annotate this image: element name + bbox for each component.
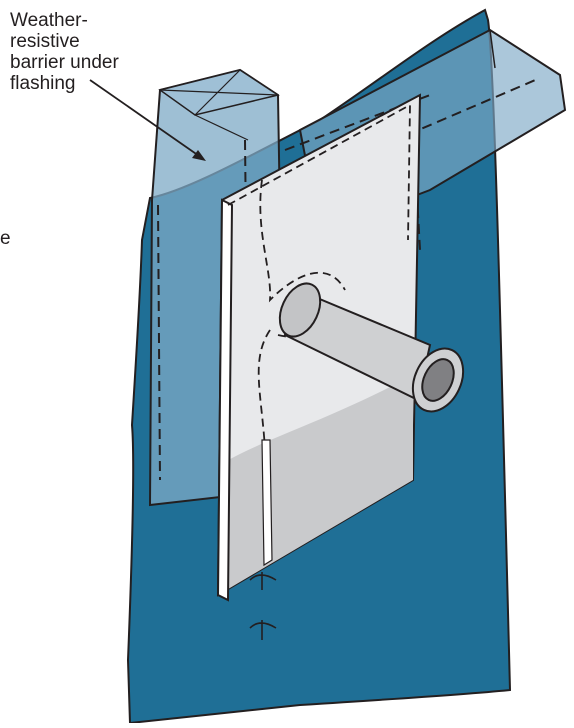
barrier-callout-label: Weather- resistive barrier under flashin… [10, 10, 119, 94]
callout-line-3: barrier under [10, 52, 119, 73]
callout-line-1: Weather- [10, 10, 88, 31]
cut-line-icon [249, 572, 277, 640]
header-edge [489, 29, 496, 69]
stud-top-x2 [194, 69, 241, 116]
leader-arrow-icon [89, 79, 206, 161]
stud-top-x1 [159, 89, 279, 96]
pipe-icon [278, 282, 465, 413]
cropped-label-fragment: e [0, 228, 11, 249]
callout-line-4: flashing [10, 73, 76, 94]
stud-top-x3 [194, 114, 249, 141]
flashing-edge [216, 198, 234, 602]
flashing-white-strip [261, 439, 273, 567]
callout-line-2: resistive [10, 31, 80, 52]
